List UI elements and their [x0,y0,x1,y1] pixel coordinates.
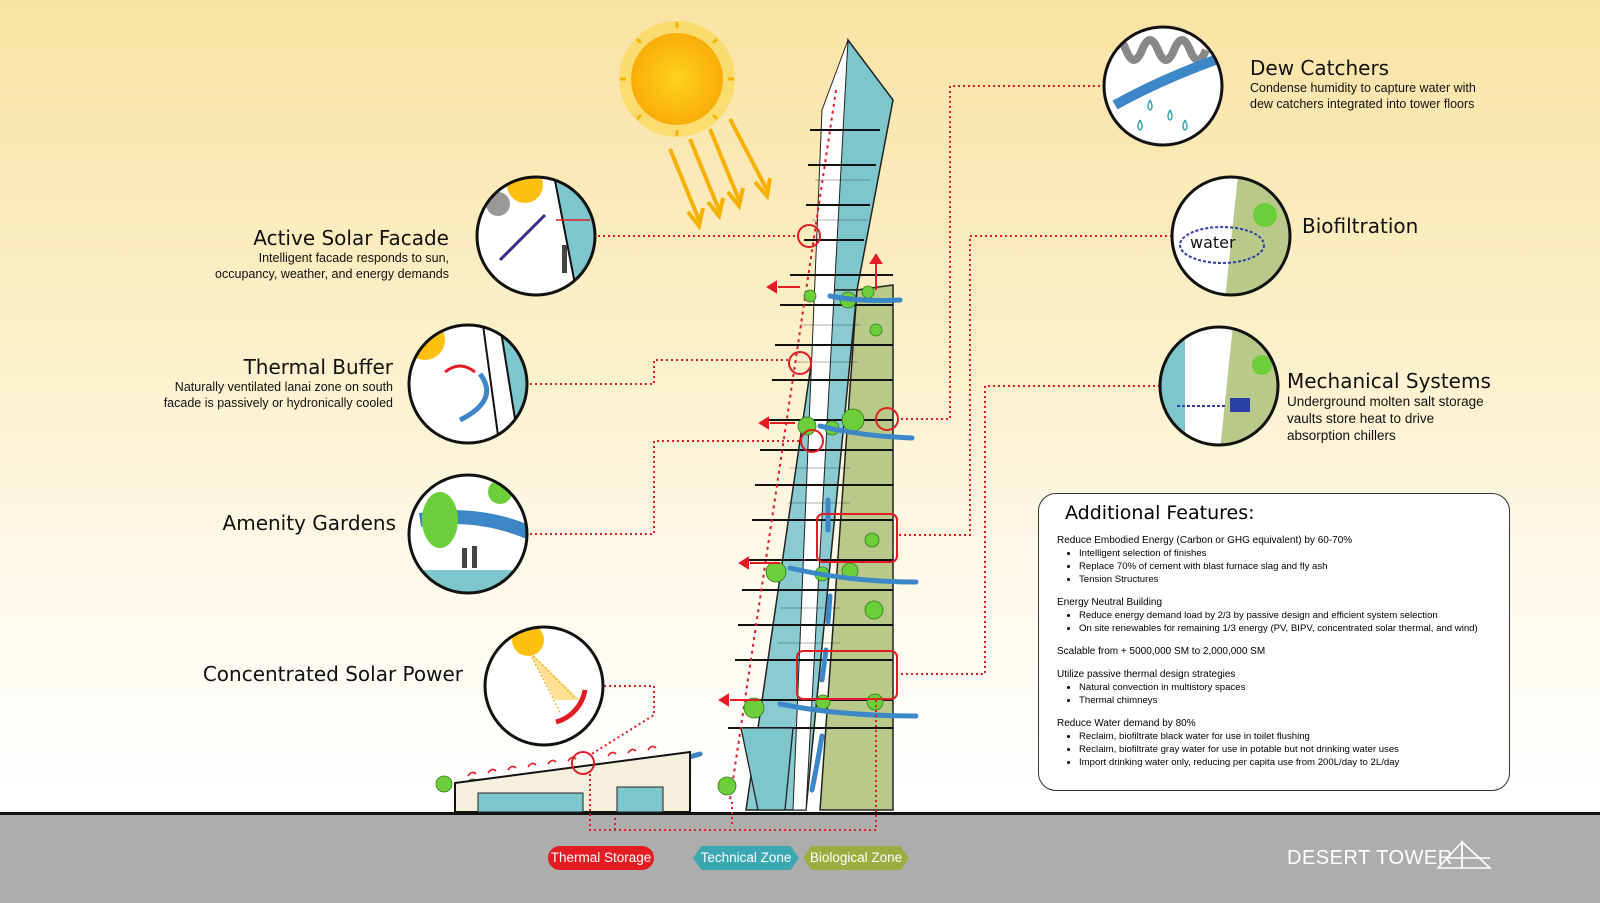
feature-item: Intelligent selection of finishes [1079,547,1491,560]
inset-thermal-buffer [407,323,529,445]
callout-desc-line: Underground molten salt storage [1287,394,1484,409]
legend-biological-zone: Biological Zone [803,846,909,870]
callout-desc-line: Intelligent facade responds to sun, [258,251,449,265]
features-title: Additional Features: [1065,502,1255,524]
feature-item: Reclaim, biofiltrate gray water for use … [1079,743,1491,756]
callout-desc-line: absorption chillers [1287,428,1396,443]
ground-band [0,812,1600,903]
callout-desc-line: dew catchers integrated into tower floor… [1250,97,1475,111]
features-section: Reduce Water demand by 80% Reclaim, biof… [1057,717,1491,769]
section-heading: Reduce Embodied Energy (Carbon or GHG eq… [1057,535,1353,546]
callout-title: Concentrated Solar Power [202,662,463,686]
inset-amenity-gardens [407,473,529,595]
feature-item: Reduce energy demand load by 2/3 by pass… [1079,609,1491,622]
inset-biofiltration [1170,175,1292,297]
callout-csp: Concentrated Solar Power [203,662,463,686]
inset-active-solar [475,175,597,297]
highlight-markers [571,224,899,775]
feature-item: On site renewables for remaining 1/3 ene… [1079,622,1491,635]
feature-item: Import drinking water only, reducing per… [1079,756,1491,769]
callout-desc-line: Condense humidity to capture water with [1250,81,1476,95]
feature-item: Tension Structures [1079,573,1491,586]
legend-technical-zone: Technical Zone [693,846,799,870]
podium [454,745,691,813]
features-section: Utilize passive thermal design strategie… [1057,668,1491,707]
features-section: Reduce Embodied Energy (Carbon or GHG eq… [1057,534,1491,586]
inset-mechanical [1158,325,1280,447]
legend-thermal-storage: Thermal Storage [548,846,654,870]
additional-features-panel: Additional Features: Reduce Embodied Ene… [1038,493,1510,791]
callout-amenity-gardens: Amenity Gardens [223,511,396,535]
feature-item: Reclaim, biofiltrate black water for use… [1079,730,1491,743]
feature-item: Thermal chimneys [1079,694,1491,707]
tower-structure [728,38,894,811]
callout-dew-catchers: Dew Catchers Condense humidity to captur… [1250,56,1476,112]
callout-thermal-buffer: Thermal Buffer Naturally ventilated lana… [164,355,393,411]
features-section: Scalable from + 5000,000 SM to 2,000,000… [1057,645,1491,658]
callout-desc-line: vaults store heat to drive [1287,411,1435,426]
callout-desc-line: Naturally ventilated lanai zone on south [174,380,393,394]
section-heading: Utilize passive thermal design strategie… [1057,669,1236,680]
section-heading: Scalable from + 5000,000 SM to 2,000,000… [1057,646,1266,657]
callout-mechanical: Mechanical Systems Underground molten sa… [1287,369,1491,444]
feature-item: Natural convection in multistory spaces [1079,681,1491,694]
callout-title: Thermal Buffer [243,355,393,379]
callout-title: Biofiltration [1302,214,1419,238]
callout-title: Dew Catchers [1250,56,1390,80]
callout-biofiltration: Biofiltration [1302,214,1418,238]
biofiltration-water-label: water [1190,233,1236,252]
sun-icon [619,21,772,231]
inset-dew-catchers [1102,25,1224,147]
section-heading: Energy Neutral Building [1057,597,1163,608]
callout-title: Active Solar Facade [253,226,449,250]
callout-active-solar: Active Solar Facade Intelligent facade r… [215,226,449,282]
desert-tower-logo [1436,839,1493,869]
leader-lines [530,85,1172,831]
feature-item: Replace 70% of cement with blast furnace… [1079,560,1491,573]
callout-title: Mechanical Systems [1287,369,1491,393]
features-section: Energy Neutral Building Reduce energy de… [1057,596,1491,635]
callout-title: Amenity Gardens [222,511,396,535]
callout-desc-line: facade is passively or hydronically cool… [163,396,393,410]
brand-title: DESERT TOWER [1287,847,1453,869]
section-heading: Reduce Water demand by 80% [1057,718,1196,729]
callout-desc-line: occupancy, weather, and energy demands [215,267,449,281]
inset-csp [483,625,605,747]
